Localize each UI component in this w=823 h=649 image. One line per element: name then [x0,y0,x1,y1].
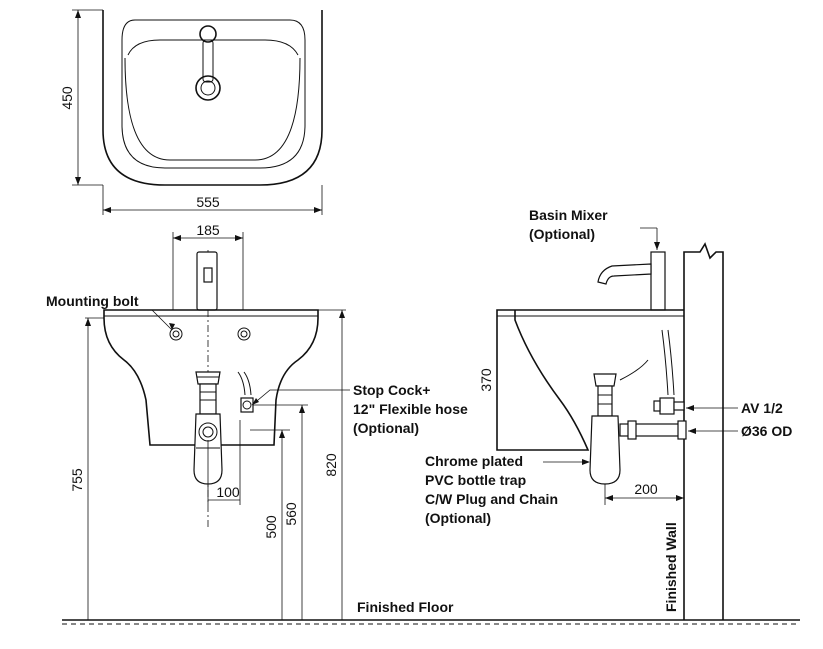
label-basin-mixer-2: (Optional) [529,226,595,242]
bottle-trap-side [589,373,687,485]
waste-plan [195,75,221,101]
label-finished-floor: Finished Floor [357,599,454,615]
label-trap-2: PVC bottle trap [425,472,526,488]
dim-500: 500 [263,515,279,539]
basin-outline-plan [102,10,323,186]
plan-view: 450 555 [59,9,323,215]
label-trap-4: (Optional) [425,510,491,526]
basin-bowl-plan [121,19,306,169]
finished-wall [683,242,724,620]
label-stop-cock-2: 12" Flexible hose [353,401,468,417]
leader-mounting-bolt [151,309,173,331]
label-finished-wall: Finished Wall [663,522,679,612]
dim-185: 185 [196,222,220,238]
mounting-bolt-right [237,327,251,341]
mounting-bolt-left [169,327,183,341]
side-elevation: 370 2 [478,227,738,620]
label-od: Ø36 OD [741,423,792,439]
dim-820: 820 [323,453,339,477]
basin-side [496,309,684,451]
dim-100: 100 [216,484,240,500]
dim-555: 555 [196,194,220,210]
dim-560: 560 [283,502,299,526]
label-av: AV 1/2 [741,400,783,416]
front-elevation: 185 [69,222,350,620]
basin-front [103,309,319,446]
label-stop-cock-1: Stop Cock+ [353,382,430,398]
tap-hole-plan [199,25,217,43]
label-trap-3: C/W Plug and Chain [425,491,558,507]
dim-450: 450 [59,86,75,110]
dim-755: 755 [69,468,85,492]
label-stop-cock-3: (Optional) [353,420,419,436]
label-mounting-bolt: Mounting bolt [46,293,139,309]
dim-200: 200 [634,481,658,497]
label-basin-mixer-1: Basin Mixer [529,207,608,223]
angle-valve-side [653,329,685,415]
label-trap-1: Chrome plated [425,453,523,469]
mixer-side [650,251,666,311]
stop-cock-front [237,371,254,413]
dim-370: 370 [478,368,494,392]
